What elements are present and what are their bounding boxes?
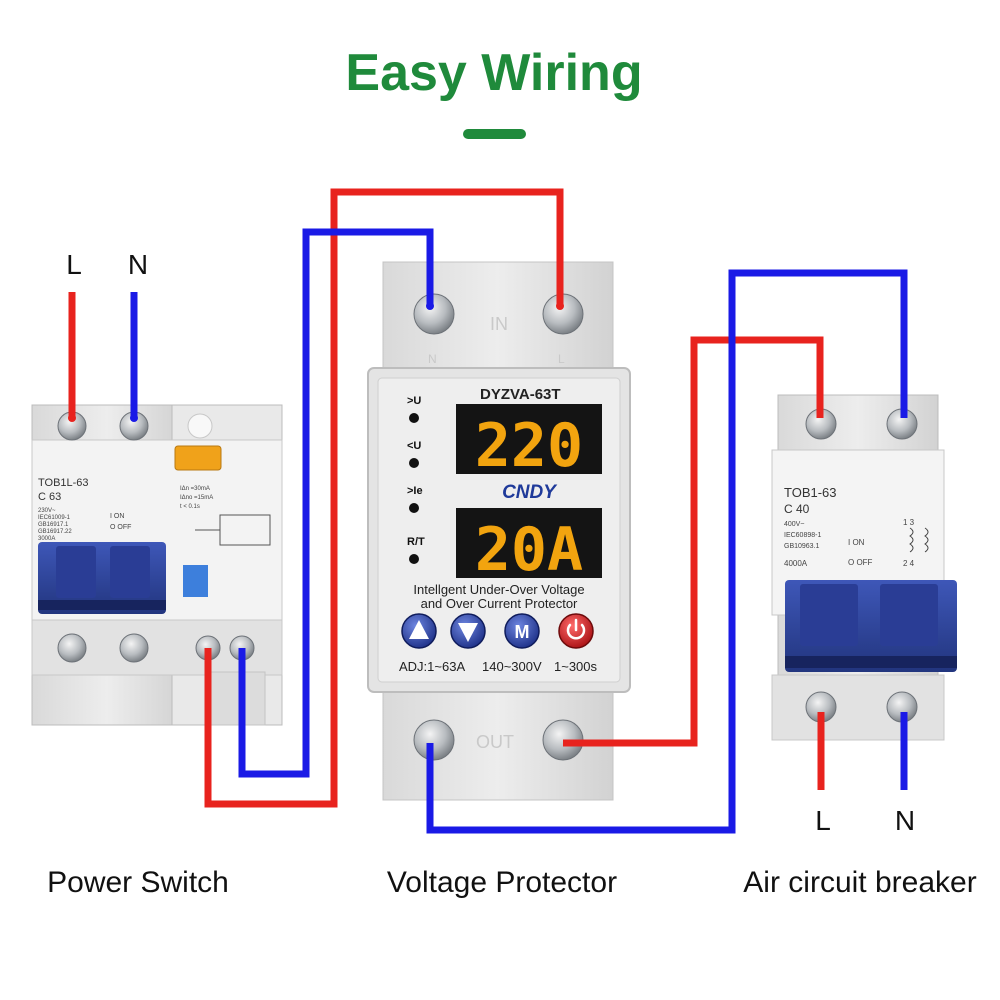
power-switch-rating: C 63 [38, 491, 61, 503]
protector-to-breaker-live-wire [563, 336, 824, 747]
mode-button[interactable]: M [504, 613, 540, 649]
breaker-spec: IEC60898-1 [784, 532, 821, 539]
voltage-protector-device [367, 261, 631, 801]
up-button[interactable] [401, 613, 437, 649]
power-switch-spec: GB16917.1 [38, 522, 69, 528]
indicator-under-voltage: <U [407, 440, 421, 452]
voltage-range: 140~300V [482, 659, 542, 674]
power-switch-spec: 3000A [38, 536, 55, 542]
output-n-label: N [895, 805, 915, 836]
protector-terminal-l: L [558, 352, 565, 366]
protector-to-breaker-neutral-wire [426, 269, 908, 834]
power-switch-spec: 230V~ [38, 508, 56, 514]
power-switch-model: TOB1L-63 [38, 477, 89, 489]
arrow-up-icon [409, 620, 429, 639]
indicator-over-current: >Ie [407, 485, 423, 497]
breaker-rating: C 40 [784, 502, 810, 516]
indicator-over-voltage: >U [407, 395, 421, 407]
voltage-protector-caption: Voltage Protector [387, 866, 617, 899]
adj-range: ADJ:1~63A [399, 659, 465, 674]
power-switch-on-label: I ON [110, 513, 124, 520]
voltage-display: 220 [475, 411, 583, 481]
power-switch-device [31, 404, 283, 726]
input-l-label: L [66, 249, 82, 280]
indicator-reset-time: R/T [407, 536, 425, 548]
protector-description: and Over Current Protector [421, 596, 578, 611]
down-button[interactable] [450, 613, 486, 649]
wires [68, 188, 908, 834]
title-underline [463, 129, 526, 139]
protector-out-label: OUT [476, 732, 514, 752]
power-icon [566, 623, 586, 640]
arrow-down-icon [458, 623, 478, 642]
power-switch-spec: IEC61009-1 [38, 515, 71, 521]
power-switch-caption: Power Switch [47, 866, 229, 899]
breaker-spec: 400V~ [784, 521, 804, 528]
trip-spec: t < 0.1s [180, 504, 200, 510]
power-switch-spec: GB16917.22 [38, 529, 72, 535]
switch-to-protector-live-wire [204, 188, 564, 808]
protector-model: DYZVA-63T [480, 386, 561, 403]
breaker-on-label: I ON [848, 538, 865, 547]
input-n-label: N [128, 249, 148, 280]
air-circuit-breaker-device [771, 394, 957, 741]
protector-terminal-n: N [428, 352, 437, 366]
breaker-model: TOB1-63 [784, 485, 837, 500]
air-circuit-breaker-caption: Air circuit breaker [743, 866, 976, 899]
protector-description: Intellgent Under-Over Voltage [413, 582, 584, 597]
breaker-terminal-bottom: 2 4 [903, 559, 915, 568]
trip-spec: IΔn =30mA [180, 486, 210, 492]
power-button[interactable] [558, 613, 594, 649]
trip-spec: IΔno =15mA [180, 495, 213, 501]
time-range: 1~300s [554, 659, 598, 674]
protector-in-label: IN [490, 314, 508, 334]
breaker-spec: 4000A [784, 559, 808, 568]
mode-button-label: M [515, 622, 530, 642]
breaker-terminal-top: 1 3 [903, 518, 915, 527]
output-l-label: L [815, 805, 831, 836]
current-display: 20A [475, 515, 583, 585]
breaker-spec: GB10963.1 [784, 543, 820, 550]
breaker-off-label: O OFF [848, 558, 873, 567]
protector-brand: CNDY [502, 482, 558, 503]
switch-to-protector-neutral-wire [238, 228, 434, 778]
page-title: Easy Wiring [345, 44, 642, 102]
power-switch-off-label: O OFF [110, 524, 131, 531]
